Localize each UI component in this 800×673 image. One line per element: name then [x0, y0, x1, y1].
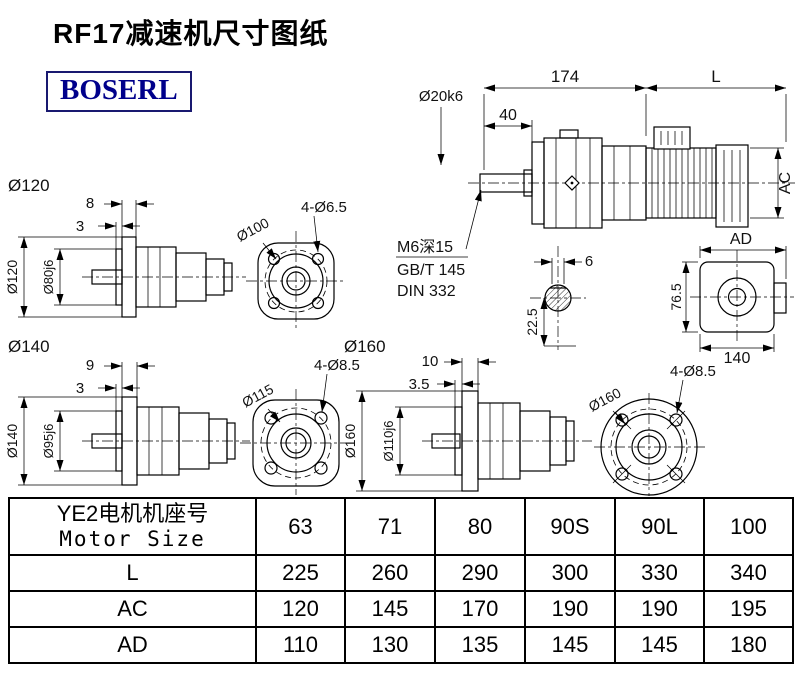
dim-AD-label: AD [730, 231, 752, 248]
flange160-front-view: 4-Ø8.5 Ø160 [586, 363, 716, 496]
value-cell: 145 [344, 590, 436, 628]
motor-size-100: 100 [703, 497, 794, 556]
value-cell: 260 [344, 554, 436, 592]
main-assembly-view: 174 L 40 Ø20k6 AC M6深15 GB/T 145 DIN 332 [396, 67, 795, 300]
value-cell: 195 [703, 590, 794, 628]
flange120-side-view: Ø120 8 3 Ø120 Ø80j6 [4, 176, 246, 318]
flange140-circle-label: Ø115 [239, 381, 276, 411]
flange160-side-view: Ø160 10 3.5 Ø160 Ø110j6 [342, 337, 592, 492]
flange140-spigot-dia: Ø95j6 [41, 424, 56, 459]
flange-height-label: 76.5 [668, 283, 684, 310]
flange120-outer-dia: Ø120 [4, 260, 20, 294]
flange160-dim-b: 3.5 [409, 376, 430, 393]
flange140-dim-b: 3 [76, 380, 84, 397]
flange120-front-view: 4-Ø6.5 Ø100 [234, 199, 347, 331]
dim-174-label: 174 [551, 67, 579, 86]
table-row-AD: AD 110 130 135 145 145 180 [8, 626, 794, 664]
shaft-section-view: 6 22.5 [524, 246, 593, 350]
flange-width-label: 140 [724, 350, 751, 367]
motor-size-90L: 90L [614, 497, 705, 556]
table-header-en: Motor Size [59, 527, 206, 551]
motor-size-90S: 90S [524, 497, 616, 556]
flange120-dim-a: 8 [86, 195, 94, 212]
flange160-outer-dia: Ø160 [342, 424, 358, 458]
value-cell: 330 [614, 554, 705, 592]
key-width-label: 6 [585, 253, 593, 270]
technical-drawing: 174 L 40 Ø20k6 AC M6深15 GB/T 145 DIN 332 [4, 67, 795, 496]
dim-AC-label: AC [777, 172, 794, 194]
flange160-holes-label: 4-Ø8.5 [670, 363, 716, 380]
value-cell: 120 [255, 590, 346, 628]
value-cell: 180 [703, 626, 794, 664]
flange120-holes-label: 4-Ø6.5 [301, 199, 347, 216]
flange140-outer-dia: Ø140 [4, 424, 20, 458]
flange160-dim-a: 10 [422, 353, 439, 370]
flange120-title: Ø120 [8, 176, 50, 195]
value-cell: 290 [434, 554, 526, 592]
key-depth-label: 22.5 [524, 308, 540, 335]
motor-flange-back-view: AD 76.5 140 [668, 231, 794, 367]
value-cell: 135 [434, 626, 526, 664]
shaft-diameter-label: Ø20k6 [419, 88, 463, 105]
value-cell: 340 [703, 554, 794, 592]
value-cell: 190 [524, 590, 616, 628]
boserl-logo: BOSERL [46, 71, 192, 112]
value-cell: 110 [255, 626, 346, 664]
table-header-row: YE2电机机座号 Motor Size 63 71 80 90S 90L 100 [8, 497, 794, 556]
row-label-AD: AD [8, 626, 257, 664]
value-cell: 225 [255, 554, 346, 592]
tap-note-line3: DIN 332 [397, 283, 456, 300]
value-cell: 145 [614, 626, 705, 664]
motor-size-63: 63 [255, 497, 346, 556]
value-cell: 130 [344, 626, 436, 664]
dim-40-label: 40 [499, 107, 517, 124]
row-label-L: L [8, 554, 257, 592]
table-header-cell: YE2电机机座号 Motor Size [8, 497, 257, 556]
flange160-spigot-dia: Ø110j6 [381, 421, 396, 462]
table-header-cn: YE2电机机座号 [56, 501, 209, 526]
motor-size-71: 71 [344, 497, 436, 556]
value-cell: 300 [524, 554, 616, 592]
page-title: RF17减速机尺寸图纸 [53, 18, 329, 49]
value-cell: 170 [434, 590, 526, 628]
dim-L-label: L [711, 67, 720, 86]
flange140-side-view: Ø140 9 3 Ø140 Ø95j6 [4, 337, 250, 486]
flange140-title: Ø140 [8, 337, 50, 356]
flange120-dim-b: 3 [76, 218, 84, 235]
motor-dimension-table: YE2电机机座号 Motor Size 63 71 80 90S 90L 100… [8, 497, 794, 664]
flange120-circle-label: Ø100 [234, 214, 272, 244]
flange160-title: Ø160 [344, 337, 386, 356]
flange120-spigot-dia: Ø80j6 [41, 260, 56, 295]
tap-note-line2: GB/T 145 [397, 262, 465, 279]
value-cell: 190 [614, 590, 705, 628]
value-cell: 145 [524, 626, 616, 664]
table-row-AC: AC 120 145 170 190 190 195 [8, 590, 794, 628]
table-row-L: L 225 260 290 300 330 340 [8, 554, 794, 592]
motor-size-80: 80 [434, 497, 526, 556]
tap-note-line1: M6深15 [397, 238, 453, 256]
flange140-dim-a: 9 [86, 357, 94, 374]
row-label-AC: AC [8, 590, 257, 628]
flange140-holes-label: 4-Ø8.5 [314, 357, 360, 374]
